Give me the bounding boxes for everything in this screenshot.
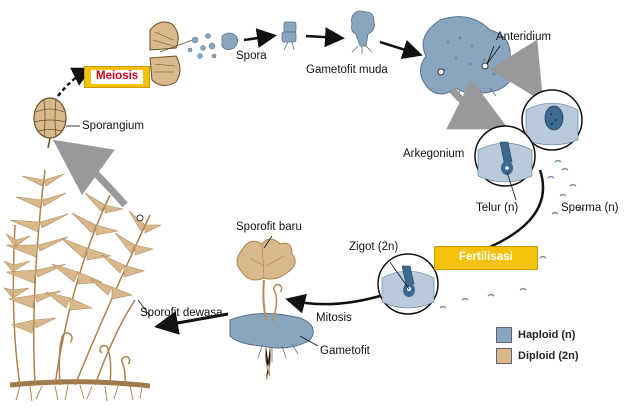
arrow-to-mature-sporophyte xyxy=(154,311,229,335)
label-sporofit-dewasa: Sporofit dewasa xyxy=(140,307,223,319)
arrow-to-antheridium-detail xyxy=(489,39,544,102)
mature-sporophyte-illustration xyxy=(3,169,162,402)
arrow-zygote-to-new-sporophyte xyxy=(285,293,381,314)
archegonium-detail xyxy=(474,125,536,201)
label-sperma: Sperma (n) xyxy=(561,202,619,214)
label-gametofit: Gametofit xyxy=(320,345,370,357)
label-sporangium: Sporangium xyxy=(82,120,145,132)
label-gametofit-muda: Gametofit muda xyxy=(306,64,388,76)
mature-gametophyte-illustration xyxy=(420,16,514,102)
legend-diploid: Diploid (2n) xyxy=(496,348,579,364)
label-zigot: Zigot (2n) xyxy=(349,241,399,253)
label-mitosis: Mitosis xyxy=(316,312,352,324)
legend-diploid-label: Diploid (2n) xyxy=(518,350,579,362)
new-sporophyte-illustration xyxy=(229,238,314,381)
young-gametophyte-illustration xyxy=(351,10,375,54)
spore-illustration xyxy=(221,32,238,50)
label-sporofit-baru: Sporofit baru xyxy=(236,221,302,233)
label-telur: Telur (n) xyxy=(476,202,519,214)
legend-haploid-swatch xyxy=(496,327,512,343)
label-fertilisasi: Fertilisasi xyxy=(459,251,513,263)
opening-sporangium-illustration xyxy=(149,21,199,86)
leader-lines xyxy=(66,125,319,347)
zygote-detail xyxy=(377,253,439,315)
meiosis-badge: Meiosis xyxy=(84,66,151,88)
arrow-to-sporangium xyxy=(52,139,128,208)
label-spora: Spora xyxy=(236,50,267,62)
sperm-cells xyxy=(439,159,585,309)
released-spores xyxy=(187,33,217,59)
legend-diploid-swatch xyxy=(496,348,512,364)
antheridium-detail xyxy=(521,89,583,151)
arrow-to-mature-gametophyte xyxy=(379,39,423,60)
arrow-to-young-gametophyte xyxy=(305,27,345,48)
germinating-spore-illustration xyxy=(281,21,297,51)
label-anteridium: Anteridium xyxy=(496,31,551,43)
sporangium-illustration xyxy=(33,97,67,149)
arrow-to-archegonium-detail xyxy=(446,79,509,130)
label-meiosis: Meiosis xyxy=(91,70,144,84)
legend-haploid-label: Haploid (n) xyxy=(518,329,576,341)
legend-haploid: Haploid (n) xyxy=(496,327,575,343)
label-arkegonium: Arkegonium xyxy=(403,148,465,160)
arrow-spora-to-germinating xyxy=(243,28,277,49)
fertilisasi-badge: Fertilisasi xyxy=(434,246,538,270)
